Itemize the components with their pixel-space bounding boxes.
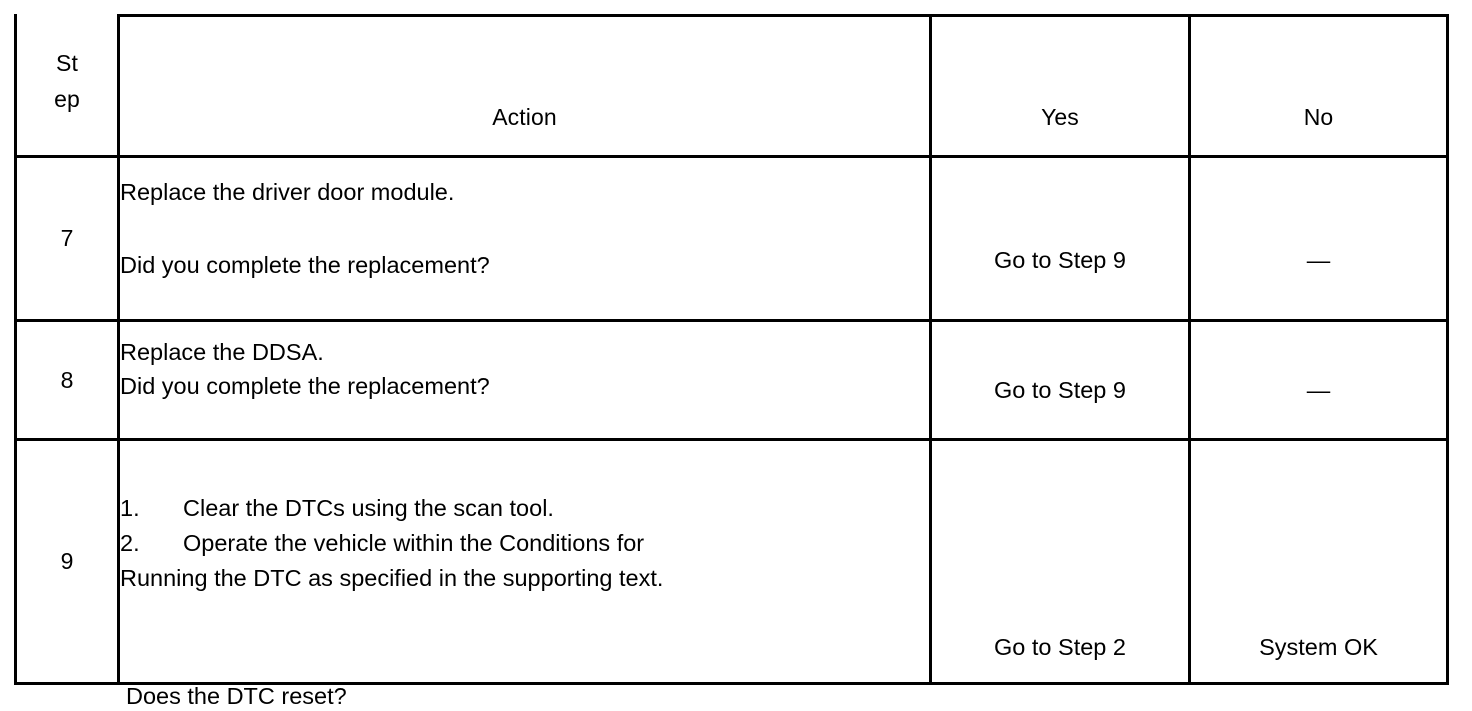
list-item: 2. Operate the vehicle within the Conditi… (120, 529, 929, 558)
column-header-step-line1: St (56, 50, 78, 77)
continuation-line-9: Running the DTC as specified in the supp… (120, 564, 664, 591)
numbered-instruction-list: 1. Clear the DTCs using the scan tool. 2.… (120, 494, 929, 557)
yes-cell-7: Go to Step 9 (929, 155, 1191, 322)
column-header-action: Action (117, 14, 932, 158)
table-row-step-9: 9 1. Clear the DTCs using the scan tool. … (14, 438, 1449, 709)
action-cell-7: Replace the driver door module. Did you … (117, 155, 932, 322)
list-item-number-1: 1. (120, 495, 140, 522)
action-line-7-2: Did you complete the replacement? (120, 251, 490, 278)
list-item-text-1: Clear the DTCs using the scan tool. (183, 495, 554, 522)
action-cell-9: 1. Clear the DTCs using the scan tool. 2.… (117, 438, 932, 709)
no-value-9: System OK (1259, 634, 1378, 660)
action-block-9: 1. Clear the DTCs using the scan tool. 2.… (120, 494, 929, 592)
no-value-8: — (1306, 376, 1331, 403)
diagnostic-step-table: St ep Action Yes No 7 Replace the driv (14, 10, 1449, 709)
yes-value-8: Go to Step 9 (994, 376, 1126, 403)
column-header-yes: Yes (929, 14, 1191, 158)
action-line-8-2: Did you complete the replacement? (120, 373, 490, 399)
yes-cell-9: Go to Step 2 (929, 438, 1191, 685)
no-cell-9: System OK (1188, 438, 1449, 685)
table-row-step-8: 8 Replace the DDSA. Did you complete the… (14, 319, 1449, 441)
column-header-yes-label: Yes (1041, 104, 1079, 131)
action-line-7-1: Replace the driver door module. (120, 178, 455, 205)
action-line-8-1: Replace the DDSA. (120, 339, 324, 366)
column-header-step: St ep (14, 10, 120, 154)
yes-value-9: Go to Step 2 (994, 634, 1126, 660)
column-header-no-label: No (1303, 104, 1334, 131)
table-row-step-7: 7 Replace the driver door module. Did yo… (14, 155, 1449, 322)
question-line-9: Does the DTC reset? (126, 683, 347, 710)
yes-value-7: Go to Step 9 (994, 247, 1126, 273)
step-number-cell-7: 7 (14, 155, 120, 322)
column-header-step-line2: ep (54, 86, 80, 112)
action-cell-8: Replace the DDSA. Did you complete the r… (117, 319, 932, 441)
table-header-row: St ep Action Yes No (14, 10, 1449, 158)
no-value-7: — (1306, 247, 1331, 273)
step-number-cell-8: 8 (14, 319, 120, 441)
list-item-text-2: Operate the vehicle within the Condition… (183, 529, 645, 556)
no-cell-8: — (1188, 319, 1449, 441)
yes-cell-8: Go to Step 9 (929, 319, 1191, 441)
no-cell-7: — (1188, 155, 1449, 322)
list-item: 1. Clear the DTCs using the scan tool. (120, 494, 929, 523)
column-header-no: No (1188, 14, 1449, 158)
column-header-action-label: Action (492, 104, 557, 131)
step-number-cell-9: 9 (14, 438, 120, 685)
list-item-number-2: 2. (120, 529, 140, 556)
